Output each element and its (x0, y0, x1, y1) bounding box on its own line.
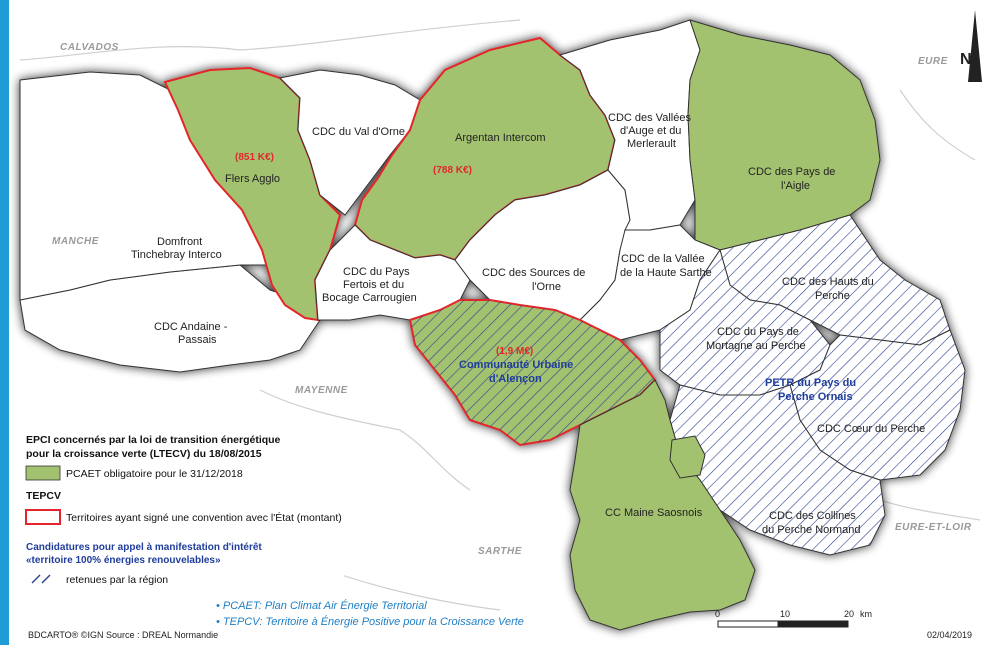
pays-fertois-label-3: Bocage Carrougien (322, 292, 417, 304)
sources-orne-label-1: CDC des Sources de (482, 267, 585, 279)
hauts-perche-label-2: Perche (815, 290, 850, 302)
pays-fertois-label-2: Fertois et du (343, 279, 404, 291)
argentan-amount: (788 K€) (433, 165, 472, 176)
legend-pcaet-text: PCAET obligatoire pour le 31/12/2018 (66, 468, 243, 480)
pays-aigle-label-1: CDC des Pays de (748, 166, 835, 178)
territory-pays-aigle[interactable] (687, 19, 881, 251)
petr-label-1: PETR du Pays du (765, 377, 856, 389)
scale-20: 20 (844, 609, 854, 619)
territory-maine-saosnois[interactable] (569, 379, 756, 631)
petr-label-2: Perche Ornais (778, 391, 853, 403)
dept-manche: MANCHE (52, 236, 99, 247)
domfront-label-1: Domfront (157, 236, 202, 248)
dept-eure: EURE (918, 56, 948, 67)
legend-hatch-swatch (31, 574, 51, 584)
scale-bar: 0 10 20 km (715, 609, 872, 628)
haute-sarthe-label-2: de la Haute Sarthe (620, 267, 712, 279)
legend-cand-line-1: Candidatures pour appel à manifestation … (26, 542, 262, 553)
territory-pays-fertois[interactable] (314, 224, 471, 321)
footer-date: 02/04/2019 (927, 630, 972, 640)
coeur-perche-label: CDC Cœur du Perche (817, 423, 925, 435)
collines-label-2: du Perche Normand (762, 524, 860, 536)
note-pcaet: • PCAET: Plan Climat Air Énergie Territo… (216, 599, 427, 612)
andaine-label-2: Passais (178, 334, 217, 346)
andaine-label-1: CDC Andaine - (154, 321, 228, 333)
dept-calvados: CALVADOS (60, 42, 119, 53)
flers-label: Flers Agglo (225, 173, 280, 185)
val-orne-label: CDC du Val d'Orne (312, 126, 405, 138)
dept-sarthe: SARTHE (478, 546, 522, 557)
domfront-label-2: Tinchebray Interco (131, 249, 222, 261)
legend: EPCI concernés par la loi de transition … (14, 420, 344, 635)
scale-10: 10 (780, 609, 790, 619)
north-arrow-icon (968, 10, 982, 82)
territory-val-orne[interactable] (278, 69, 421, 216)
footer-source: BDCARTO® ©IGN Source : DREAL Normandie (28, 630, 218, 640)
dept-eure-et-loir: EURE-ET-LOIR (895, 522, 972, 533)
collines-label-1: CDC des Collines (769, 510, 856, 522)
hauts-perche-label-1: CDC des Hauts du (782, 276, 874, 288)
legend-title-2: pour la croissance verte (LTECV) du 18/0… (26, 448, 262, 460)
scale-0: 0 (715, 609, 720, 619)
argentan-label: Argentan Intercom (455, 132, 546, 144)
legend-pcaet-swatch (25, 465, 61, 481)
north-arrow: N (960, 10, 982, 82)
note-tepcv: • TEPCV: Territoire à Énergie Positive p… (216, 615, 524, 628)
legend-background (14, 420, 344, 635)
legend-tepcv-title: TEPCV (26, 490, 61, 502)
vallees-auge-label-1: CDC des Vallées (608, 112, 691, 124)
pays-aigle-label-2: l'Aigle (781, 180, 810, 192)
haute-sarthe-label-1: CDC de la Vallée (621, 253, 705, 265)
mortagne-label-1: CDC du Pays de (717, 326, 799, 338)
legend-tepcv-text: Territoires ayant signé une convention a… (66, 511, 342, 524)
alencon-label-1: Communauté Urbaine (459, 359, 573, 371)
territories (19, 19, 966, 631)
vallees-auge-label-2: d'Auge et du (620, 125, 681, 137)
maine-saosnois-label: CC Maine Saosnois (605, 507, 703, 519)
legend-cand-line-2: «territoire 100% énergies renouvelables» (26, 555, 221, 566)
left-accent-bar (0, 0, 9, 645)
alencon-amount: (1,9 M€) (496, 346, 533, 357)
legend-title-1: EPCI concernés par la loi de transition … (26, 434, 281, 446)
pays-fertois-label-1: CDC du Pays (343, 266, 410, 278)
legend-tepcv-swatch (25, 509, 61, 525)
north-label: N (960, 51, 972, 68)
dept-mayenne: MAYENNE (295, 385, 348, 396)
flers-amount: (851 K€) (235, 152, 274, 163)
territory-enclave[interactable] (669, 435, 706, 479)
legend-cand-item: retenues par la région (66, 574, 168, 586)
vallees-auge-label-3: Merlerault (627, 138, 676, 150)
mortagne-label-2: Mortagne au Perche (706, 340, 806, 352)
alencon-label-2: d'Alençon (489, 373, 542, 385)
scale-unit: km (860, 609, 872, 619)
sources-orne-label-2: l'Orne (532, 281, 561, 293)
